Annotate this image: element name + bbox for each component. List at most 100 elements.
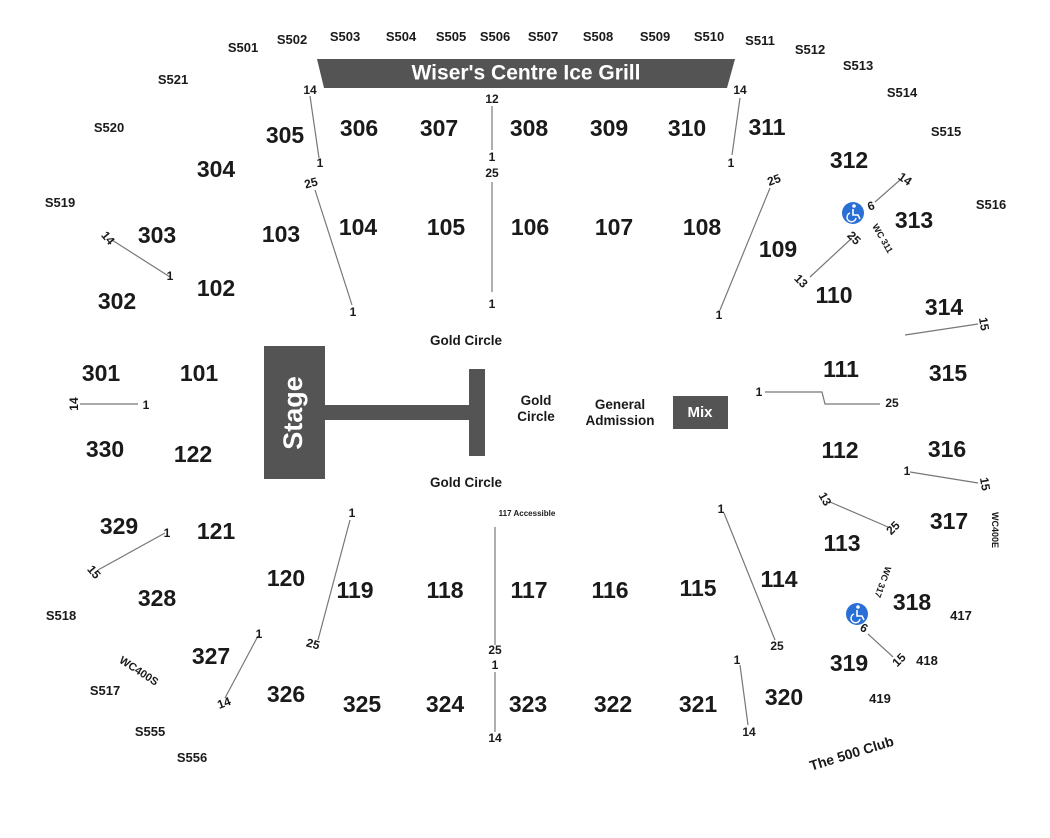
section-107[interactable]: 107 <box>595 214 633 240</box>
sections: 101 102 103 104 105 106 107 108 109 110 … <box>82 114 968 717</box>
row-number: 1 <box>350 305 357 319</box>
suite-s501[interactable]: S501 <box>228 40 258 55</box>
section-113[interactable]: 113 <box>823 530 860 556</box>
section-328[interactable]: 328 <box>138 585 177 611</box>
row-number: 6 <box>865 198 876 214</box>
suite-s511[interactable]: S511 <box>745 33 775 48</box>
centre-ice-grill-banner[interactable] <box>317 59 735 88</box>
floor-gold-circle-mid-line1[interactable]: Gold <box>521 393 552 408</box>
section-310[interactable]: 310 <box>668 115 706 141</box>
section-308[interactable]: 308 <box>510 115 549 141</box>
section-117[interactable]: 117 <box>510 577 547 603</box>
section-109[interactable]: 109 <box>759 236 797 262</box>
section-317[interactable]: 317 <box>930 508 968 534</box>
row-number: 1 <box>734 653 741 667</box>
suite-s504[interactable]: S504 <box>386 29 417 44</box>
section-330[interactable]: 330 <box>86 436 124 462</box>
suite-417[interactable]: 417 <box>950 608 972 623</box>
section-321[interactable]: 321 <box>679 691 718 717</box>
section-121[interactable]: 121 <box>197 518 236 544</box>
section-329[interactable]: 329 <box>100 513 138 539</box>
section-323[interactable]: 323 <box>509 691 547 717</box>
suite-s502[interactable]: S502 <box>277 32 307 47</box>
suite-s509[interactable]: S509 <box>640 29 670 44</box>
wheelchair-icon <box>846 603 868 625</box>
section-309[interactable]: 309 <box>590 115 628 141</box>
section-104[interactable]: 104 <box>339 214 378 240</box>
suite-s513[interactable]: S513 <box>843 58 873 73</box>
section-101[interactable]: 101 <box>180 360 219 386</box>
row-number: 12 <box>485 92 499 106</box>
section-302[interactable]: 302 <box>98 288 136 314</box>
floor-general-admission-line1[interactable]: General <box>595 397 645 412</box>
section-324[interactable]: 324 <box>426 691 465 717</box>
suite-s517[interactable]: S517 <box>90 683 120 698</box>
suite-s503[interactable]: S503 <box>330 29 360 44</box>
section-307[interactable]: 307 <box>420 115 458 141</box>
floor-gold-circle-top[interactable]: Gold Circle <box>430 333 503 348</box>
section-314[interactable]: 314 <box>925 294 964 320</box>
suite-s512[interactable]: S512 <box>795 42 825 57</box>
section-306[interactable]: 306 <box>340 115 378 141</box>
section-301[interactable]: 301 <box>82 360 121 386</box>
row-number: 14 <box>488 731 502 745</box>
suite-s510[interactable]: S510 <box>694 29 724 44</box>
suite-419[interactable]: 419 <box>869 691 891 706</box>
suite-s516[interactable]: S516 <box>976 197 1006 212</box>
section-116[interactable]: 116 <box>591 577 628 603</box>
section-325[interactable]: 325 <box>343 691 382 717</box>
section-102[interactable]: 102 <box>197 275 235 301</box>
section-103[interactable]: 103 <box>262 221 300 247</box>
section-114[interactable]: 114 <box>760 566 797 592</box>
row-number: 25 <box>485 166 499 180</box>
section-304[interactable]: 304 <box>197 156 236 182</box>
floor-gold-circle-mid-line2[interactable]: Circle <box>517 409 555 424</box>
suite-s514[interactable]: S514 <box>887 85 918 100</box>
section-315[interactable]: 315 <box>929 360 968 386</box>
section-120[interactable]: 120 <box>267 565 305 591</box>
suite-418[interactable]: 418 <box>916 653 938 668</box>
suite-s506[interactable]: S506 <box>480 29 510 44</box>
row-number: 1 <box>904 464 911 478</box>
section-112[interactable]: 112 <box>821 437 858 463</box>
section-119[interactable]: 119 <box>336 577 373 603</box>
floor-gold-circle-bottom[interactable]: Gold Circle <box>430 475 503 490</box>
suite-s555[interactable]: S555 <box>135 724 165 739</box>
suite-s515[interactable]: S515 <box>931 124 961 139</box>
section-108[interactable]: 108 <box>683 214 722 240</box>
row-number: 1 <box>492 658 499 672</box>
suite-s518[interactable]: S518 <box>46 608 76 623</box>
section-327[interactable]: 327 <box>192 643 230 669</box>
section-322[interactable]: 322 <box>594 691 632 717</box>
stage-label: Stage <box>278 376 308 450</box>
suite-s507[interactable]: S507 <box>528 29 558 44</box>
suite-s520[interactable]: S520 <box>94 120 124 135</box>
section-106[interactable]: 106 <box>511 214 549 240</box>
section-105[interactable]: 105 <box>427 214 466 240</box>
section-118[interactable]: 118 <box>426 577 463 603</box>
section-303[interactable]: 303 <box>138 222 176 248</box>
section-115[interactable]: 115 <box>679 575 716 601</box>
suite-s505[interactable]: S505 <box>436 29 466 44</box>
section-311[interactable]: 311 <box>748 114 785 140</box>
floor-general-admission-line2[interactable]: Admission <box>585 413 654 428</box>
row-number: 13 <box>816 490 835 509</box>
section-319[interactable]: 319 <box>830 650 868 676</box>
section-122[interactable]: 122 <box>174 441 212 467</box>
section-320[interactable]: 320 <box>765 684 803 710</box>
section-326[interactable]: 326 <box>267 681 305 707</box>
the-500-club-label[interactable]: The 500 Club <box>808 733 896 774</box>
suite-s508[interactable]: S508 <box>583 29 613 44</box>
suite-s556[interactable]: S556 <box>177 750 207 765</box>
wheelchair-icon <box>842 202 864 224</box>
section-316[interactable]: 316 <box>928 436 966 462</box>
section-305[interactable]: 305 <box>266 122 305 148</box>
section-312[interactable]: 312 <box>830 147 868 173</box>
section-111[interactable]: 111 <box>823 356 859 382</box>
row-number: 1 <box>489 297 496 311</box>
suite-s519[interactable]: S519 <box>45 195 75 210</box>
section-318[interactable]: 318 <box>893 589 932 615</box>
section-313[interactable]: 313 <box>895 207 933 233</box>
suite-s521[interactable]: S521 <box>158 72 188 87</box>
section-110[interactable]: 110 <box>815 282 852 308</box>
